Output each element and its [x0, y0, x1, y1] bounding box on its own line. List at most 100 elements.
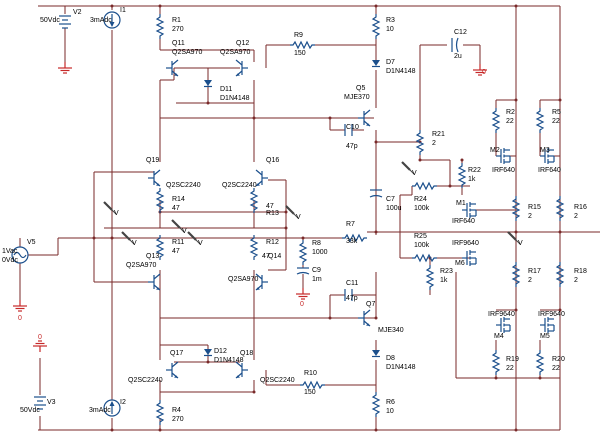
v5-ground-label: 0 — [18, 315, 22, 322]
diode-d7 — [371, 59, 381, 68]
q11-label: Q11 — [172, 40, 185, 47]
junction-dots — [92, 4, 562, 432]
r4-label: R4 — [172, 407, 181, 414]
d12-part: D1N4148 — [214, 357, 244, 364]
r10-value: 150 — [304, 389, 316, 396]
i1-label: I1 — [120, 7, 126, 14]
r9-label: R9 — [294, 32, 303, 39]
r22-value: 1k — [468, 176, 476, 183]
q5-label: Q5 — [356, 85, 365, 92]
diode-d8 — [371, 349, 381, 358]
q17-part: Q2SC2240 — [128, 377, 163, 384]
r11-value: 47 — [172, 248, 180, 255]
q13-label: Q13 — [146, 253, 159, 260]
r18-value: 2 — [574, 277, 578, 284]
r13-label: R13 — [266, 210, 279, 217]
q7-label: Q7 — [366, 301, 375, 308]
q18-label: Q18 — [240, 350, 253, 357]
r25-label: R25 — [414, 233, 427, 240]
c7-label: C7 — [386, 196, 395, 203]
d11-label: D11 — [220, 86, 232, 93]
m2-part: IRF640 — [492, 167, 515, 174]
r24-label: R24 — [414, 196, 427, 203]
mosfet-m5 — [539, 316, 555, 334]
v3-label: V3 — [47, 399, 56, 406]
r7-label: R7 — [346, 221, 355, 228]
q5-part: MJE370 — [344, 94, 370, 101]
r11-label: R11 — [172, 239, 184, 246]
c9-value: 1m — [312, 276, 322, 283]
resistor-r3 — [372, 13, 380, 40]
q12-label: Q12 — [236, 40, 249, 47]
r3-label: R3 — [386, 17, 395, 24]
c10-label: C10 — [346, 124, 359, 131]
probe-label-3: V — [182, 228, 187, 235]
r25-value: 100k — [414, 242, 430, 249]
r23-value: 1k — [440, 277, 448, 284]
r19-label: R19 — [506, 356, 519, 363]
resistor-r24 — [411, 182, 438, 190]
capacitor-c12 — [451, 37, 459, 53]
ground-v3 — [32, 340, 48, 353]
d8-part: D1N4148 — [386, 364, 416, 371]
q14-label: Q14 — [268, 253, 281, 260]
battery-v3 — [34, 396, 46, 410]
resistor-r10 — [299, 381, 326, 389]
q14-part: Q2SA970 — [228, 276, 258, 283]
r12-value: 47 — [262, 253, 270, 260]
c12-value: 2u — [454, 53, 462, 60]
c11-value: 47p — [346, 295, 358, 302]
r6-label: R6 — [386, 399, 395, 406]
c9-label: C9 — [312, 267, 321, 274]
resistor-r22 — [458, 162, 466, 189]
diode-d12 — [203, 348, 213, 357]
q7-part: MJE340 — [378, 327, 404, 334]
resistor-r5 — [536, 107, 544, 134]
m4-label: M4 — [494, 333, 504, 340]
v2-value: 50Vdc — [40, 17, 60, 24]
r8-value: 1000 — [312, 249, 328, 256]
r1-label: R1 — [172, 17, 181, 24]
q18-part: Q2SC2240 — [260, 377, 295, 384]
r5-label: R5 — [552, 109, 561, 116]
q12-part: Q2SA970 — [220, 49, 250, 56]
r21-value: 2 — [432, 140, 436, 147]
c7-value: 100u — [386, 205, 402, 212]
m1-label: M1 — [456, 200, 466, 207]
resistor-r23 — [426, 264, 434, 291]
v5-label: V5 — [27, 239, 36, 246]
probe-label-6: V — [412, 170, 417, 177]
mosfet-m4 — [495, 316, 511, 334]
resistor-r8 — [299, 239, 307, 266]
q11-part: Q2SA970 — [172, 49, 202, 56]
r2-label: R2 — [506, 109, 515, 116]
m6-label: M6 — [455, 260, 465, 267]
r20-label: R20 — [552, 356, 565, 363]
i2-value: 3mAdc — [89, 407, 111, 414]
ground-v5 — [12, 299, 28, 312]
r15-value: 2 — [528, 213, 532, 220]
d7-label: D7 — [386, 59, 395, 66]
r3-value: 10 — [386, 26, 394, 33]
m3-label: M3 — [540, 147, 550, 154]
r23-label: R23 — [440, 268, 453, 275]
i2-label: I2 — [120, 399, 126, 406]
c12-label: C12 — [454, 29, 467, 36]
r12-label: R12 — [266, 239, 279, 246]
transistor-q16 — [255, 169, 269, 187]
m3-part: IRF640 — [538, 167, 561, 174]
r22-label: R22 — [468, 167, 481, 174]
r13-value: 47 — [266, 203, 274, 210]
transistor-q18 — [235, 361, 249, 379]
d8-label: D8 — [386, 355, 395, 362]
m4-part: IRF9640 — [488, 311, 515, 318]
q16-part: Q2SC2240 — [222, 182, 257, 189]
battery-v2 — [59, 15, 71, 29]
r14-value: 47 — [172, 205, 180, 212]
transistor-q17 — [165, 361, 179, 379]
q19-part: Q2SC2240 — [166, 182, 201, 189]
r16-value: 2 — [574, 213, 578, 220]
v3-value: 50Vdc — [20, 407, 40, 414]
ground-v2 — [57, 61, 73, 74]
